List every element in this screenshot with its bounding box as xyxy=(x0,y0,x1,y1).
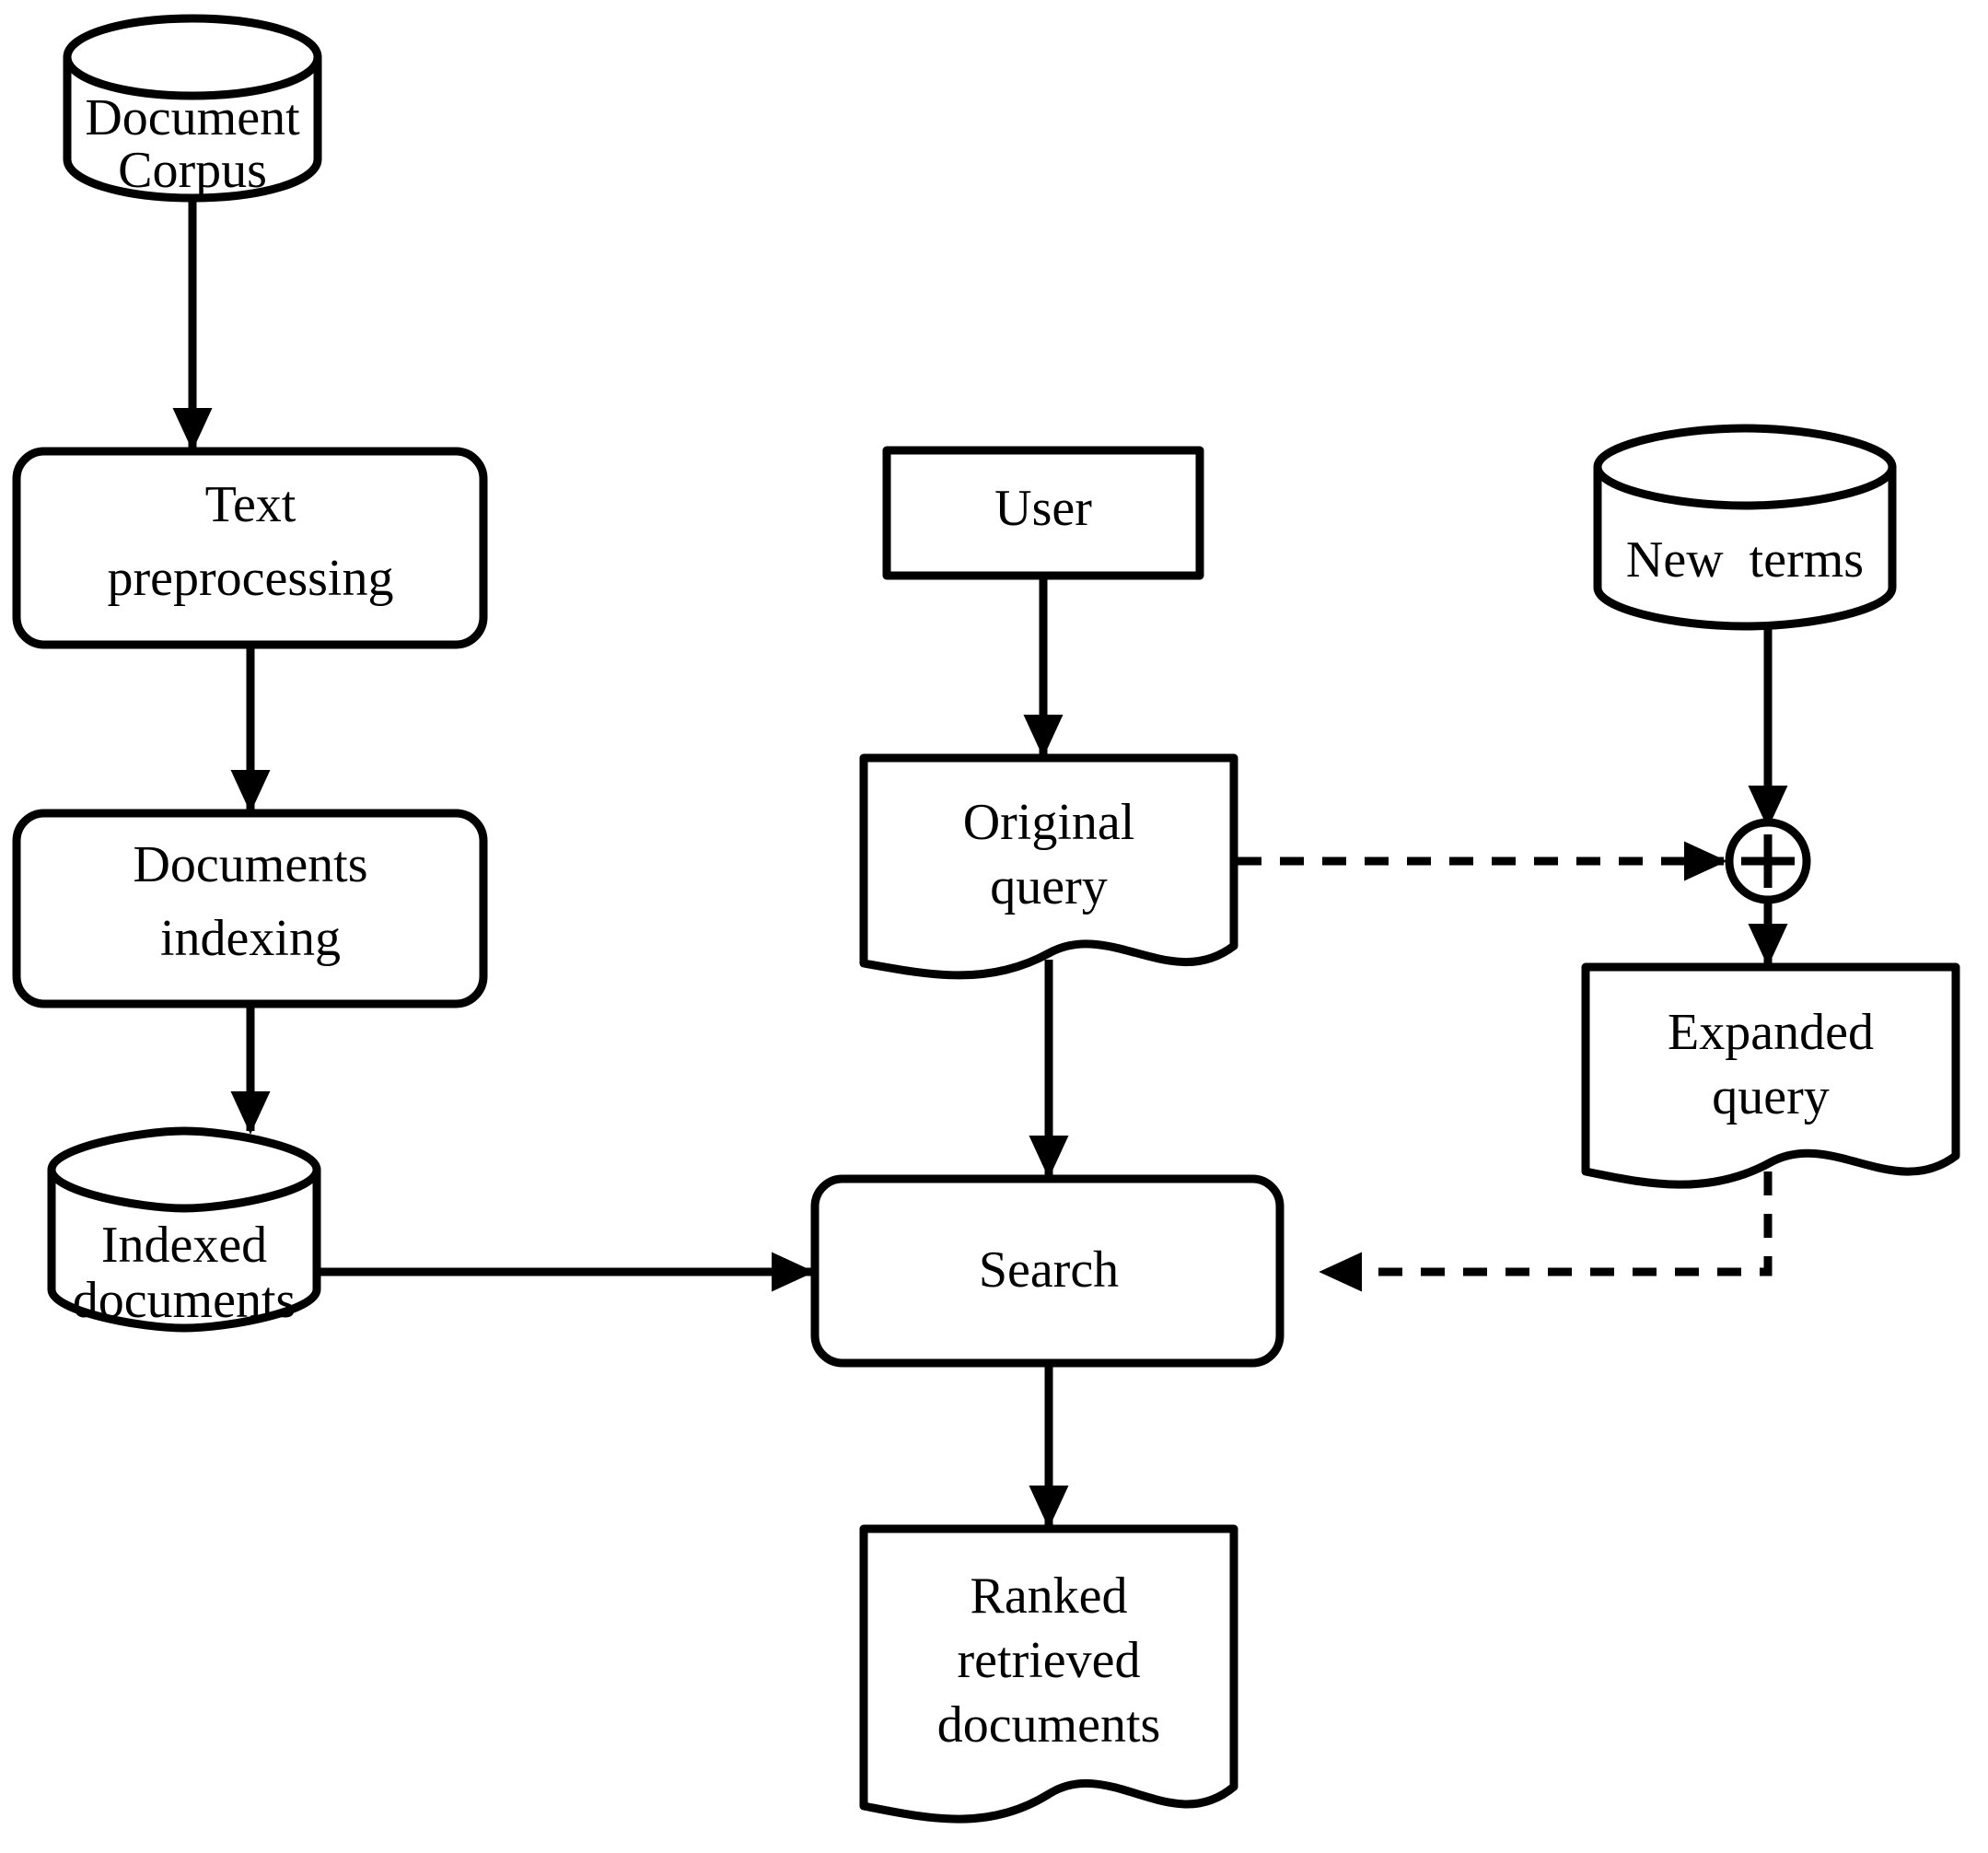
node-label-expanded-query-line1: Expanded xyxy=(1668,1004,1874,1061)
node-label-documents-indexing-line1: Documents xyxy=(133,836,367,893)
node-label-ranked-line3: documents xyxy=(937,1696,1161,1754)
node-label-indexed-documents-line1: Indexed xyxy=(101,1217,267,1274)
node-label-document-corpus-line1: Document xyxy=(85,89,300,146)
node-original-query[interactable]: Original query xyxy=(859,753,1238,980)
node-document-corpus[interactable]: Document Corpus xyxy=(63,14,322,203)
node-label-indexed-documents-line2: documents xyxy=(73,1272,296,1329)
node-documents-indexing[interactable]: Documents indexing xyxy=(12,809,488,1008)
node-label-expanded-query-line2: query xyxy=(1712,1068,1830,1125)
node-label-search: Search xyxy=(979,1241,1119,1299)
node-indexed-documents[interactable]: Indexed documents xyxy=(47,1126,321,1333)
node-label-original-query-line1: Original xyxy=(963,794,1135,851)
node-ranked-retrieved-documents[interactable]: Ranked retrieved documents xyxy=(859,1524,1238,1824)
node-expanded-query[interactable]: Expanded query xyxy=(1581,962,1960,1189)
node-label-original-query-line2: query xyxy=(990,858,1108,915)
node-plus-operator[interactable] xyxy=(1725,818,1811,904)
node-label-new-terms: New terms xyxy=(1626,531,1864,589)
node-label-ranked-line1: Ranked xyxy=(970,1567,1127,1625)
node-label-document-corpus-line2: Corpus xyxy=(118,142,267,199)
node-new-terms[interactable]: New terms xyxy=(1593,424,1897,631)
node-label-text-preprocessing-line1: Text xyxy=(205,476,296,533)
node-label-text-preprocessing-line2: preprocessing xyxy=(107,550,393,607)
node-text-preprocessing[interactable]: Text preprocessing xyxy=(12,447,488,649)
node-label-documents-indexing-line2: indexing xyxy=(160,910,341,967)
plus-icon xyxy=(1741,834,1795,888)
node-label-ranked-line2: retrieved xyxy=(958,1632,1141,1689)
edge-expanded-query-to-search xyxy=(1319,1171,1773,1292)
node-user[interactable]: User xyxy=(882,446,1204,580)
node-search[interactable]: Search xyxy=(810,1174,1285,1368)
node-label-user: User xyxy=(994,480,1092,537)
